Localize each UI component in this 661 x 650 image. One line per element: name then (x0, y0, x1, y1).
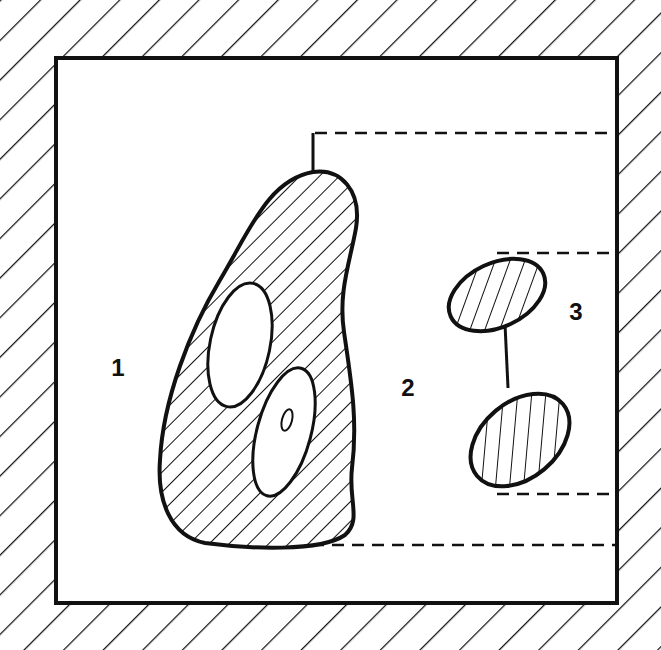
dashed-guides (312, 133, 615, 545)
nucleus (241, 361, 327, 502)
callout-number: 2 (401, 376, 414, 400)
chamber (56, 58, 617, 603)
large-cell (160, 172, 357, 548)
dumbbell-link (505, 324, 508, 388)
small-cell-bottom (453, 375, 588, 505)
stalk (312, 133, 315, 174)
callout-number: 3 (569, 300, 582, 324)
callout-number: 1 (111, 356, 124, 380)
nucleolus (279, 408, 294, 432)
small-cell-top (437, 244, 556, 345)
